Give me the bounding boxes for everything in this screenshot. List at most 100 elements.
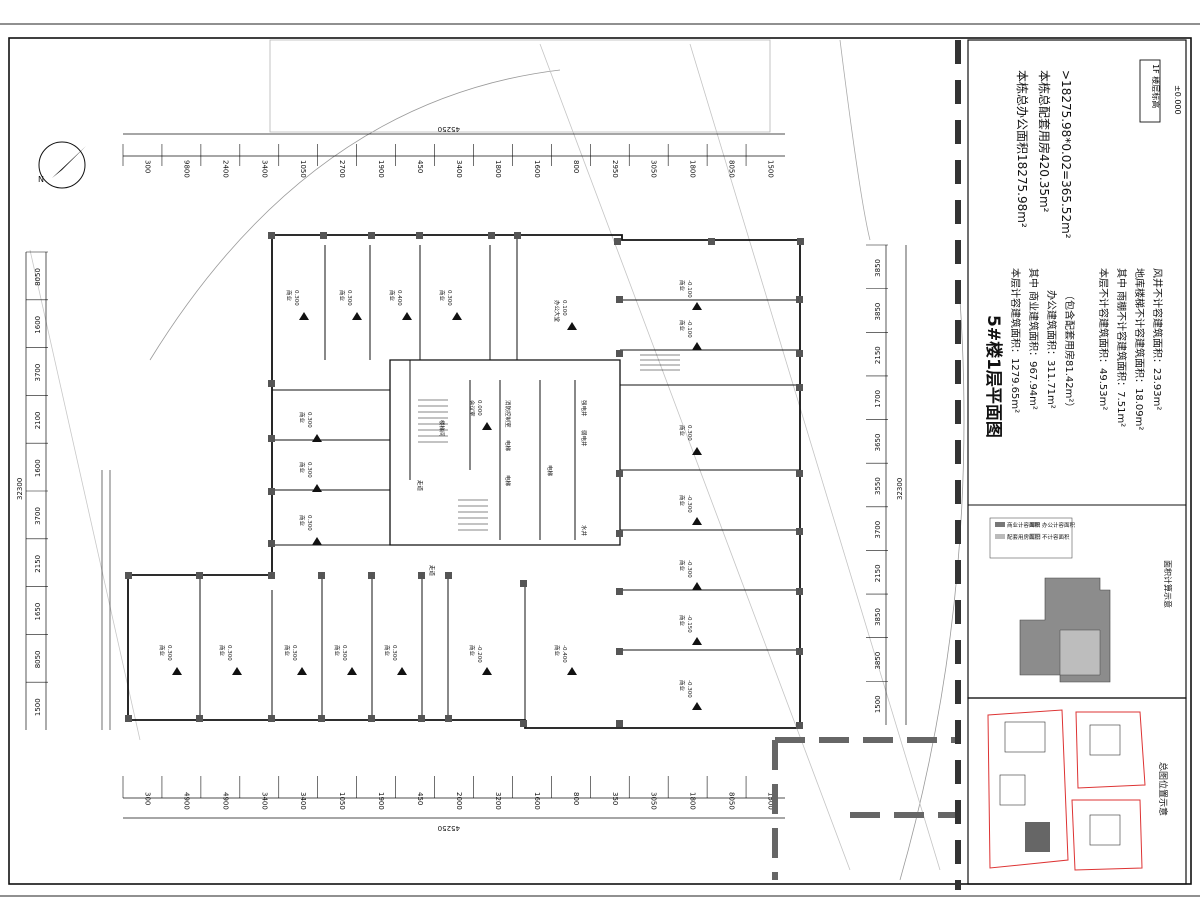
dimension-label: 1600 — [34, 316, 42, 334]
dimension-label: 3050 — [650, 792, 658, 810]
column-marker — [520, 720, 527, 727]
dimension-label: 8050 — [34, 268, 42, 286]
road-dashed-lines — [772, 737, 960, 880]
north-arrow-icon: N — [38, 141, 86, 189]
room-label: 商业-0.200 — [468, 645, 492, 675]
right-total-dimension: 32300 — [896, 478, 904, 500]
dimension-label: 1800 — [689, 160, 697, 178]
dimension-label: 3400 — [455, 160, 463, 178]
svg-text:商业: 商业 — [388, 290, 396, 302]
dimension-label: 2700 — [338, 160, 346, 178]
dimension-label: 8050 — [728, 160, 736, 178]
bottom-total-dimension: 45250 — [438, 824, 460, 832]
room-label: 电梯 — [504, 440, 512, 452]
column-marker — [318, 572, 325, 579]
room-label: 商业-0.100 — [678, 320, 702, 350]
svg-text:不计容面积: 不计容面积 — [1042, 533, 1070, 541]
svg-text:商业: 商业 — [678, 425, 686, 437]
column-marker — [796, 384, 803, 391]
svg-text:商业: 商业 — [678, 680, 686, 692]
svg-text:商业: 商业 — [553, 645, 561, 657]
area-note-7: 地库楼梯不计容建筑面积：18.09m² — [1133, 268, 1146, 430]
column-marker — [514, 232, 521, 239]
left-total-dimension: 32300 — [16, 478, 24, 500]
dimension-label: 1800 — [494, 160, 502, 178]
svg-text:商业计容面积: 商业计容面积 — [1007, 521, 1041, 529]
dimension-label: 1800 — [689, 792, 697, 810]
svg-text:水井: 水井 — [580, 525, 588, 537]
column-marker — [268, 572, 275, 579]
dimension-label: 1600 — [533, 160, 541, 178]
svg-text:商业: 商业 — [678, 495, 686, 507]
floor-label: 1F 楼层标高 — [1151, 64, 1161, 108]
drawing-border — [8, 37, 1192, 885]
svg-text:0.400: 0.400 — [396, 290, 402, 306]
dimension-label: 450 — [416, 160, 424, 173]
column-marker — [616, 350, 623, 357]
svg-text:-0.400: -0.400 — [561, 645, 567, 663]
svg-text:-0.100: -0.100 — [686, 320, 692, 338]
dimension-label: 3850 — [874, 652, 882, 670]
svg-text:电梯: 电梯 — [504, 440, 512, 452]
svg-text:-0.200: -0.200 — [476, 645, 482, 663]
summary-line-3: >18275.98*0.02=365.52m² — [1059, 70, 1073, 239]
dimension-label: 2150 — [874, 564, 882, 582]
svg-text:商业: 商业 — [678, 615, 686, 627]
svg-text:办公计容面积: 办公计容面积 — [1042, 521, 1076, 529]
room-label: 楼梯间 — [438, 420, 446, 437]
dimension-label: 1500 — [767, 792, 775, 810]
svg-text:走道: 走道 — [416, 480, 424, 492]
room-label: 弱电井 — [580, 430, 588, 447]
column-marker — [268, 540, 275, 547]
column-marker — [268, 380, 275, 387]
svg-text:0.100: 0.100 — [561, 300, 567, 316]
svg-text:配套用房面积: 配套用房面积 — [1007, 533, 1041, 541]
dimension-label: 3400 — [299, 792, 307, 810]
dimension-label: 800 — [572, 160, 580, 173]
site-context-lines — [29, 39, 965, 881]
svg-text:商业: 商业 — [468, 645, 476, 657]
column-marker — [796, 648, 803, 655]
dimension-label: 8050 — [728, 792, 736, 810]
dimension-label: 3400 — [260, 792, 268, 810]
svg-text:走道: 走道 — [428, 565, 436, 577]
site-location-diagram: 总图位置示意 — [967, 697, 1187, 885]
svg-text:0.300: 0.300 — [306, 462, 312, 478]
svg-text:商业: 商业 — [218, 645, 226, 657]
area-calc-title: 面积计算示意 — [1163, 560, 1173, 608]
dimension-label: 3700 — [34, 507, 42, 525]
top-total-dimension: 45250 — [438, 125, 460, 133]
building-outline — [127, 234, 801, 729]
site-location-title: 总图位置示意 — [1157, 762, 1169, 816]
svg-text:商业: 商业 — [678, 320, 686, 332]
column-marker — [797, 238, 804, 245]
dimension-label: 3850 — [874, 259, 882, 277]
stair-treads — [418, 354, 680, 531]
summary-line-1: 本栋总办公面积18275.98m² — [1015, 70, 1030, 228]
svg-text:弱电井: 弱电井 — [580, 430, 588, 447]
svg-text:-0.150: -0.150 — [686, 615, 692, 633]
summary-notes: 本栋总办公面积18275.98m² 本栋总配套用房420.35m² >18275… — [1015, 70, 1073, 239]
svg-text:电梯: 电梯 — [546, 465, 554, 477]
svg-text:商业: 商业 — [285, 290, 293, 302]
svg-text:0.300: 0.300 — [291, 645, 297, 661]
room-label: 商业-0.300 — [678, 680, 702, 710]
column-marker — [616, 530, 623, 537]
area-note-1: 本层计容建筑面积：1279.65m² — [1009, 268, 1022, 413]
floor-elevation-box: 1F 楼层标高 ±0.000 — [1139, 59, 1182, 123]
area-note-4: （包含配套用房81.42m²） — [1063, 290, 1076, 412]
room-label: 走道 — [416, 480, 424, 492]
column-marker — [796, 588, 803, 595]
room-label: 电梯 — [504, 475, 512, 487]
dimension-label: 1900 — [377, 160, 385, 178]
